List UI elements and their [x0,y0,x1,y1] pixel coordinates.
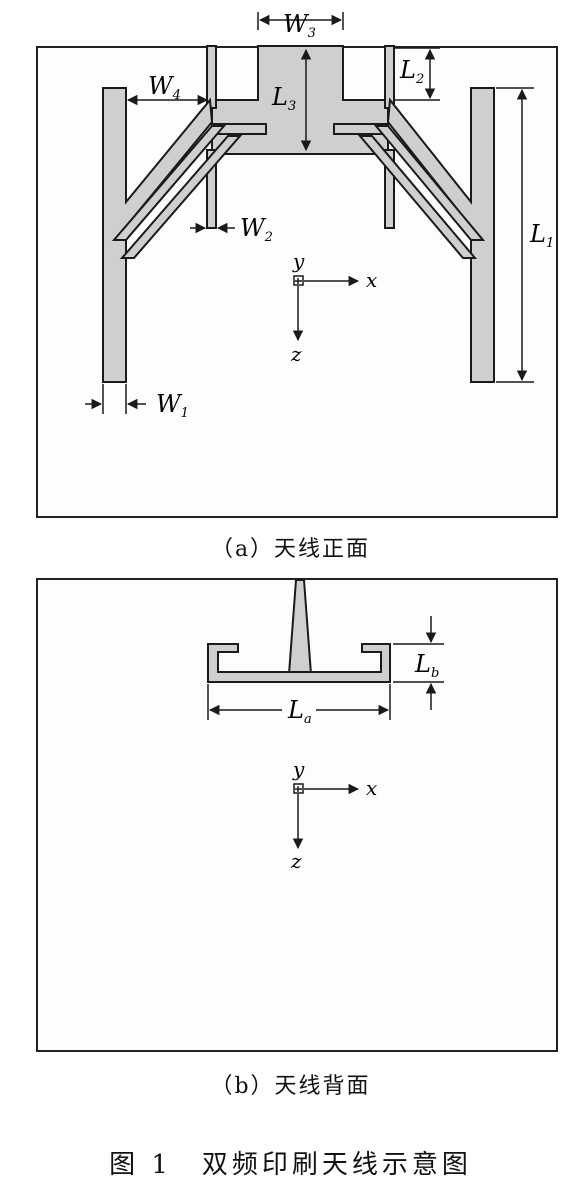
dim-label-w1: W1 [156,390,189,421]
left-diagonal-line-outer [111,125,227,241]
left-diagonal-line-inner [119,135,243,259]
front-view-diagram: W3 L2 W4 L3 L1 W2 W1 y x z [85,10,554,421]
dim-label-lb: Lb [414,650,439,681]
dim-label-w3: W3 [283,10,316,41]
coordinate-axes-front [292,275,360,342]
axis-label-y-front: y [292,249,305,273]
tapered-feed-line [287,579,313,675]
front-view-caption: （a）天线正面 [210,537,371,562]
dim-label-l2: L2 [399,56,424,87]
axis-label-x-front: x [366,268,377,292]
axis-label-z-front: z [290,342,302,366]
dim-label-la: La [287,696,312,727]
right-diagonal-line-inner [357,135,478,259]
coordinate-axes-back [292,783,360,850]
dim-label-l1: L1 [529,220,554,251]
dim-label-w2: W2 [240,214,273,245]
right-diagonal-line-outer [373,125,486,241]
left-vertical-strip-upper [206,45,217,109]
left-vertical-strip-lower [206,149,217,229]
figure-title: 图 1 双频印刷天线示意图 [109,1150,472,1180]
axis-label-y-back: y [292,757,305,781]
back-view-caption: （b）天线背面 [210,1074,371,1099]
axis-label-x-back: x [366,776,377,800]
back-reflector-strip [207,643,391,683]
dim-label-w4: W4 [148,72,181,103]
dim-label-l3: L3 [271,83,296,114]
axis-label-z-back: z [290,849,302,873]
right-vertical-strip-lower [384,149,395,229]
back-view-diagram: Lb La y x z [207,579,444,873]
